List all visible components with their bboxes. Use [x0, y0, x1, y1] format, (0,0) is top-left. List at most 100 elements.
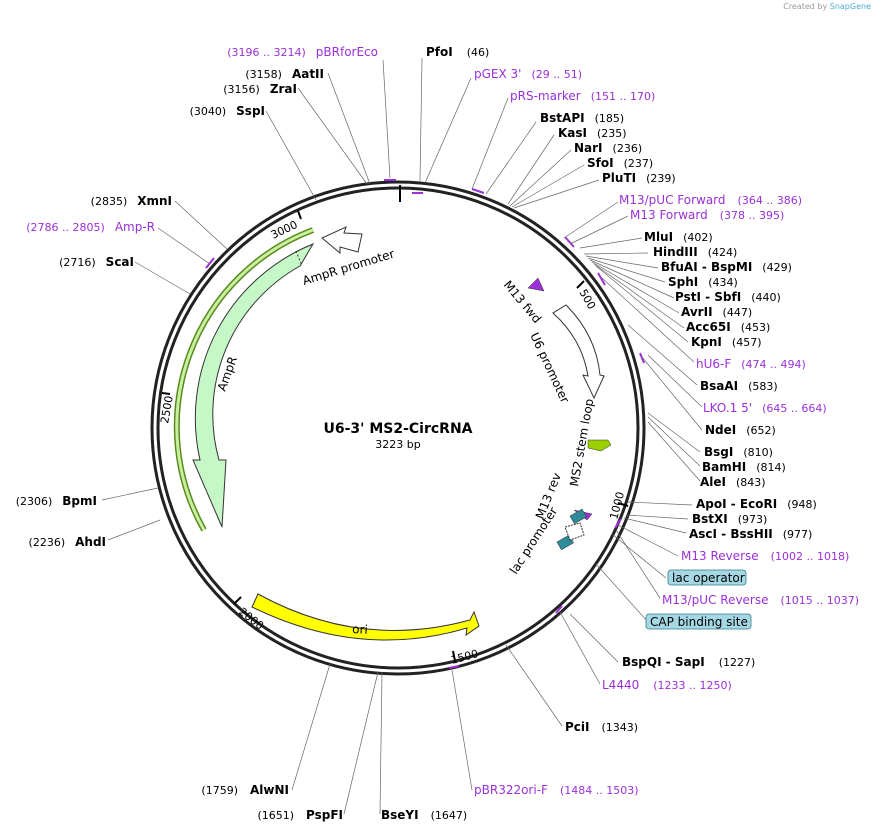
site-position: (236): [613, 142, 643, 155]
site-name: BpmI: [62, 494, 97, 508]
site-position: (948): [787, 498, 817, 511]
tick-mark-3000: [297, 210, 302, 220]
plasmid-length: 3223 bp: [375, 438, 420, 451]
site-label-pbrforeco: (3196 .. 3214)pBRforEco: [227, 45, 378, 59]
site-label-scai: (2716)ScaI: [59, 255, 134, 269]
site-position: (1343): [602, 721, 639, 734]
site-position: (447): [723, 306, 753, 319]
leader-line: [625, 514, 689, 520]
site-label-bamhi: BamHI(814): [702, 460, 786, 474]
leader-line: [297, 87, 368, 185]
site-position: (1484 .. 1503): [560, 784, 639, 797]
site-position: (29 .. 51): [531, 68, 582, 81]
site-name: HindIII: [653, 245, 698, 259]
site-name: AleI: [700, 475, 726, 489]
site-position: (364 .. 386): [738, 194, 803, 207]
leader-line: [451, 669, 473, 791]
ori-arrow: [251, 593, 480, 641]
site-name: PluTI: [602, 171, 636, 185]
ampr-arrow: [192, 242, 315, 528]
leader-line: [559, 611, 601, 685]
primer-mark-m13-forward: [564, 236, 575, 248]
site-position: (46): [467, 46, 490, 59]
site-label-bseyi: BseYI (1647): [381, 808, 467, 822]
feature-arrows: [192, 226, 612, 641]
site-name: M13 Forward: [630, 208, 708, 222]
leader-line: [509, 149, 572, 207]
leader-line: [593, 263, 685, 329]
tick-mark-1500: [452, 650, 456, 662]
leader-line: [343, 671, 379, 815]
site-label-bfuai-bspmi: BfuAI - BspMI(429): [661, 260, 792, 274]
leader-line: [485, 121, 537, 195]
credit-brand: SnapGene: [829, 2, 871, 11]
site-name: M13/pUC Reverse: [662, 593, 769, 607]
site-name: AatII: [292, 67, 324, 81]
site-label-alei: AleI (843): [700, 475, 766, 489]
leader-line: [101, 487, 159, 501]
leader-line: [627, 324, 698, 386]
ampr-promoter-arrow: [321, 226, 363, 255]
primer-mark-l4440: [555, 605, 563, 614]
primer-mark-m13-reverse: [614, 518, 622, 529]
backbone-inner-ring: [156, 186, 640, 670]
site-name: PciI: [565, 720, 590, 734]
tick-mark-1000: [617, 502, 629, 507]
site-label-ahdi: (2236)AhdI: [29, 535, 106, 549]
site-label-bsaai: BsaAI(583): [700, 379, 778, 393]
leader-line: [569, 215, 629, 245]
site-position: (843): [736, 476, 766, 489]
leader-line: [265, 110, 317, 201]
leader-line: [291, 663, 331, 791]
leader-line: [471, 97, 509, 190]
site-position: (583): [748, 380, 778, 393]
site-label-nari: NarI(236): [574, 141, 642, 155]
leader-line: [511, 164, 585, 208]
site-position: (3158): [245, 68, 282, 81]
leader-line: [513, 179, 600, 209]
label-element: [645, 613, 752, 630]
leader-line: [591, 261, 680, 314]
site-label-bpmi: (2306)BpmI: [16, 494, 97, 508]
plasmid-title: U6-3' MS2-CircRNA: [324, 421, 473, 437]
site-label-asci-bsshii: AscI - BssHII(977): [689, 527, 812, 541]
site-name: BstXI: [692, 512, 728, 526]
feature-label-ori: ori: [352, 622, 368, 637]
site-position: (378 .. 395): [720, 209, 785, 222]
site-name: BstAPI: [540, 111, 585, 125]
site-position: (235): [597, 127, 627, 140]
site-label-m13-forward: M13 Forward (378 .. 395): [630, 208, 784, 222]
leader-line: [647, 354, 703, 408]
site-name: BseYI: [381, 808, 419, 822]
site-label-lko-1-5: LKO.1 5'(645 .. 664): [703, 401, 827, 415]
site-position: (1647): [431, 809, 468, 822]
site-label-xmni: (2835)XmnI: [91, 194, 172, 208]
site-label-hu6-f: hU6-F(474 .. 494): [696, 357, 806, 371]
feature-label-u6-promoter: U6 promoter: [527, 330, 572, 405]
lac-operator-label: lac operator: [667, 569, 747, 586]
site-label-alwni: (1759)AlwNI: [201, 783, 289, 797]
site-position: (424): [708, 246, 738, 259]
leader-line: [174, 200, 228, 250]
site-label-apoi-ecori: ApoI - EcoRI(948): [696, 497, 817, 511]
leader-line: [507, 134, 555, 205]
site-name: ScaI: [106, 255, 134, 269]
site-name: SfoI: [587, 156, 614, 170]
site-position: (1002 .. 1018): [771, 550, 850, 563]
ms2-stem-loop-arrow: [587, 439, 612, 452]
site-label-m13puc-reverse: M13/pUC Reverse(1015 .. 1037): [662, 593, 859, 607]
site-label-m13-puc-forward: M13/pUC Forward(364 .. 386): [619, 193, 802, 207]
site-labels-bottom: BseYI (1647) (1651)PspFI (1759)AlwNI: [201, 783, 467, 822]
lac-operator-box: [569, 508, 587, 525]
site-name: pBR322ori-F: [474, 783, 548, 797]
site-name: Acc65I: [686, 320, 731, 334]
leader-line: [611, 533, 667, 579]
site-name: XmnI: [137, 194, 172, 208]
leader-line: [617, 524, 679, 557]
site-label-pspfi: (1651)PspFI: [257, 808, 343, 822]
site-name: KpnI: [691, 335, 722, 349]
leader-line: [595, 265, 689, 343]
primer-mark-amp-r: [205, 257, 215, 269]
site-position: (185): [595, 112, 625, 125]
site-name: hU6-F: [696, 357, 731, 371]
